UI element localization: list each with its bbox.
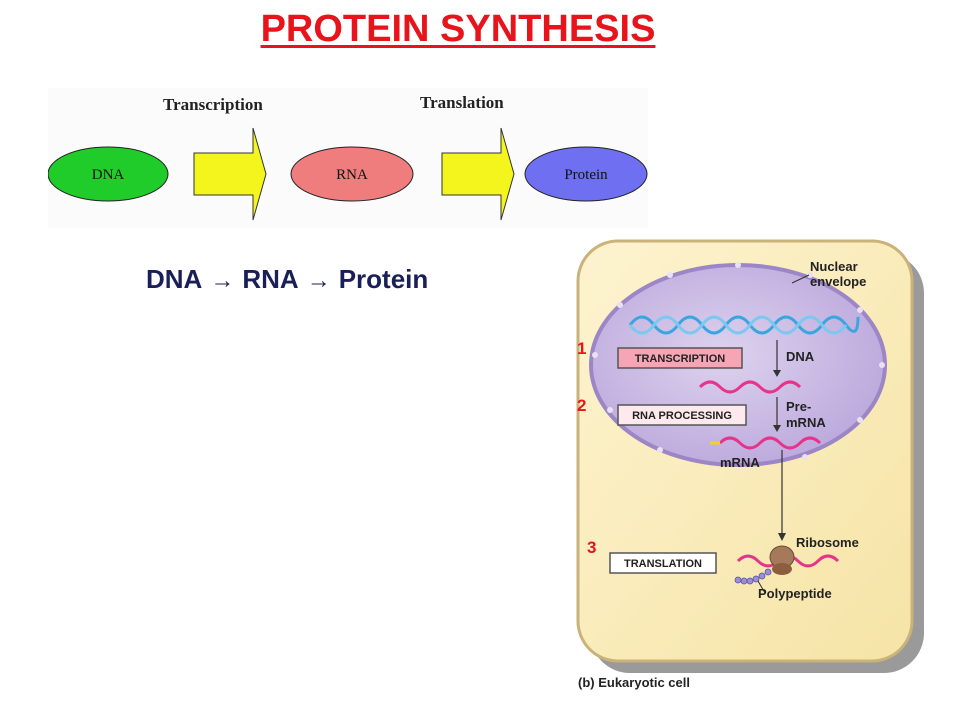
translation-label: Translation [420, 93, 504, 112]
nuclear-envelope-label-2: envelope [810, 274, 866, 289]
rna-node [290, 146, 414, 202]
arrow-icon: → [210, 267, 235, 294]
arrow-icon: → [306, 267, 331, 294]
polypeptide-label: Polypeptide [758, 586, 832, 601]
central-dogma-diagram: Transcription Translation DNA RNA Protei… [48, 88, 648, 228]
mrna-label: mRNA [720, 455, 760, 470]
nuclear-pores [592, 262, 885, 460]
protein-node [524, 146, 648, 202]
transcription-arrow [193, 127, 267, 221]
transcription-label: Transcription [163, 95, 263, 114]
dna-arrow-head [773, 370, 781, 377]
step-marker-3: 3 [587, 538, 597, 557]
rna-processing-box-label: RNA PROCESSING [632, 410, 732, 422]
dna-node [48, 146, 169, 202]
transcription-box [617, 347, 743, 369]
rna-processing-box [617, 404, 747, 426]
pre-mrna-label-1: Pre- [786, 399, 811, 414]
translation-box [609, 552, 717, 574]
figure-caption: (b) Eukaryotic cell [578, 675, 690, 690]
sentence-rna: RNA [242, 264, 299, 294]
ribosome-label: Ribosome [796, 535, 859, 550]
pre-mrna-arrow-head [773, 425, 781, 432]
sentence-protein: Protein [338, 264, 429, 294]
dna-helix [628, 315, 860, 335]
pre-mrna-strand [698, 380, 802, 394]
dogma-sentence: DNA → RNA → Protein [146, 264, 428, 295]
step-marker-2: 2 [577, 396, 587, 415]
nuclear-envelope-pointer [791, 274, 810, 284]
dna-label: DNA [786, 349, 815, 364]
mrna-strand [718, 436, 822, 450]
export-arrow-head [778, 533, 786, 541]
polypeptide-chain [734, 568, 772, 585]
eukaryotic-cell-diagram: TRANSCRIPTION DNA RNA PROCESSING Pre- mR… [560, 235, 940, 700]
translation-box-label: TRANSLATION [624, 558, 702, 570]
page-title: PROTEIN SYNTHESIS [260, 8, 656, 50]
nuclear-envelope-label-1: Nuclear [810, 259, 858, 274]
translation-arrow [441, 127, 515, 221]
pre-mrna-label-2: mRNA [786, 415, 826, 430]
transcription-box-label: TRANSCRIPTION [635, 353, 726, 365]
step-marker-1: 1 [577, 339, 587, 358]
sentence-dna: DNA [146, 264, 203, 294]
protein-node-label: Protein [564, 167, 608, 183]
polypeptide-pointer [757, 580, 766, 594]
rna-node-label: RNA [336, 167, 368, 183]
dna-node-label: DNA [92, 167, 125, 183]
ribosome-subunit [772, 563, 792, 575]
